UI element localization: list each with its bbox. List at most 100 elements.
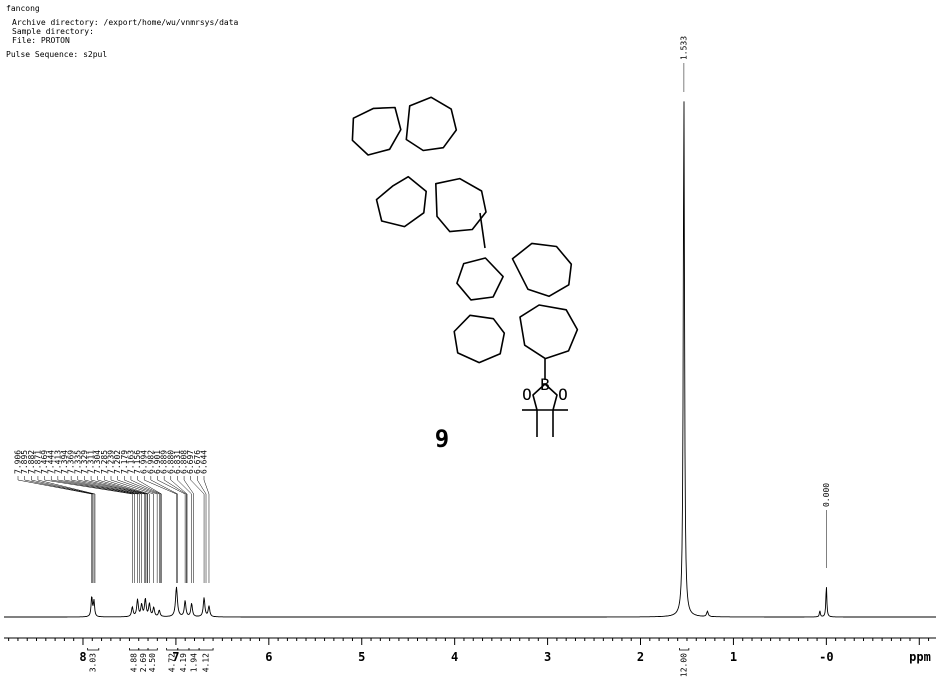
peak-label: 7.239 <box>107 450 116 474</box>
peak-label: 7.156 <box>133 450 142 474</box>
ring-f <box>511 242 573 298</box>
integral-bracket <box>138 648 149 651</box>
peak-label-connector <box>70 476 142 583</box>
integral-bracket <box>679 648 690 651</box>
peak-label: 0.000 <box>822 483 831 507</box>
peak-label: 1.533 <box>679 36 688 60</box>
peak-label-connector <box>57 476 138 583</box>
integral-value: 4.19 <box>179 653 188 672</box>
peak-label-connector <box>50 476 135 583</box>
archive-directory: Archive directory: /export/home/wu/vnmrs… <box>12 18 239 27</box>
peak-label: 7.163 <box>126 450 135 474</box>
oxygen-atom-label-right: O <box>558 385 568 404</box>
peak-label-connector <box>104 476 150 583</box>
peak-label: 6.697 <box>186 450 195 474</box>
peak-label: 7.469 <box>40 450 49 474</box>
peak-label-connector <box>97 476 148 583</box>
peak-label-connector <box>150 476 178 583</box>
x-tick-label: 7 <box>172 650 179 664</box>
oxygen-atom-label-left: O <box>522 385 532 404</box>
sample-name: fancong <box>6 4 40 13</box>
x-tick-label: 5 <box>358 650 365 664</box>
peak-label: 6.901 <box>153 450 162 474</box>
chemical-structure <box>351 96 579 437</box>
peak-label: 6.831 <box>173 450 182 474</box>
peak-label: 7.895 <box>20 450 29 474</box>
peak-label-connector <box>84 476 146 583</box>
peak-label: 6.808 <box>180 450 189 474</box>
peak-label: 6.880 <box>166 450 175 474</box>
integral-value: 4.50 <box>148 653 157 672</box>
integral-value: 4.12 <box>202 653 211 672</box>
x-tick-label: 6 <box>265 650 272 664</box>
peak-label-connector <box>117 476 158 583</box>
x-tick-label: 1 <box>730 650 737 664</box>
peak-label: 7.335 <box>73 450 82 474</box>
integral-bracket <box>129 648 140 651</box>
x-axis: 8 7 6 5 4 3 2 1 -0 ppm <box>4 637 936 664</box>
peak-label: 6.994 <box>140 450 149 474</box>
integral-bracket <box>147 648 158 651</box>
spectrum-header: fancong Archive directory: /export/home/… <box>6 4 238 59</box>
peak-label-connector <box>170 476 188 583</box>
peak-label-connector <box>64 476 140 583</box>
peak-label: 7.304 <box>93 450 102 474</box>
compound-number: 9 <box>435 425 449 453</box>
peak-label-connector <box>17 476 92 583</box>
x-axis-label: ppm <box>909 650 931 664</box>
peak-label-connector <box>137 476 162 583</box>
peak-label-connector <box>143 476 177 583</box>
integral-value: 3.03 <box>89 653 98 672</box>
peak-label: 7.311 <box>87 450 96 474</box>
peak-label: 7.369 <box>67 450 76 474</box>
peak-label: 7.394 <box>60 450 69 474</box>
peak-label-connector <box>130 476 162 583</box>
peak-label: 6.644 <box>200 450 209 474</box>
x-tick-label: 2 <box>637 650 644 664</box>
pulse-sequence: Pulse Sequence: s2pul <box>6 50 108 59</box>
x-tick-label: -0 <box>819 650 833 664</box>
ring-h <box>519 304 579 360</box>
peak-label: 7.444 <box>47 450 56 474</box>
ring-b <box>405 96 458 152</box>
peak-label: 6.676 <box>193 450 202 474</box>
peak-label-connector <box>157 476 186 583</box>
peak-label-connector <box>124 476 160 583</box>
peak-label-connector <box>77 476 146 583</box>
peak-label-connector <box>90 476 148 583</box>
ring-d <box>434 177 487 233</box>
peak-label: 7.882 <box>27 450 36 474</box>
peak-label: 7.179 <box>120 450 129 474</box>
peak-label: 7.329 <box>80 450 89 474</box>
peak-label-connector <box>31 476 95 583</box>
integral-bracket <box>198 648 214 651</box>
x-tick-label: 8 <box>79 650 86 664</box>
ring-e <box>456 257 504 301</box>
integral-value: 4.72 <box>168 653 177 672</box>
ring-a <box>351 106 402 156</box>
peak-label: 7.285 <box>100 450 109 474</box>
integral-bracket <box>87 648 100 651</box>
x-tick-label: 3 <box>544 650 551 664</box>
integral-value: 12.00 <box>680 653 689 677</box>
integral-value: 2.69 <box>139 653 148 672</box>
peak-label-connector <box>163 476 187 583</box>
integral-bracket <box>177 648 190 651</box>
peak-label: 7.413 <box>53 450 62 474</box>
peak-label: 7.202 <box>113 450 122 474</box>
peak-label-connector <box>183 476 194 583</box>
peak-label: 6.982 <box>146 450 155 474</box>
ring-g <box>453 314 506 364</box>
peak-label-connector <box>44 476 133 583</box>
peak-label-connector <box>37 476 96 583</box>
peak-label: 6.889 <box>160 450 169 474</box>
x-tick-label: 4 <box>451 650 458 664</box>
peak-label-connector <box>197 476 207 583</box>
ring-c <box>375 175 428 228</box>
spectrum-trace <box>4 101 936 618</box>
integral-value: 4.88 <box>130 653 139 672</box>
integral-value: 1.94 <box>190 653 199 672</box>
peak-label: 7.906 <box>14 450 23 474</box>
